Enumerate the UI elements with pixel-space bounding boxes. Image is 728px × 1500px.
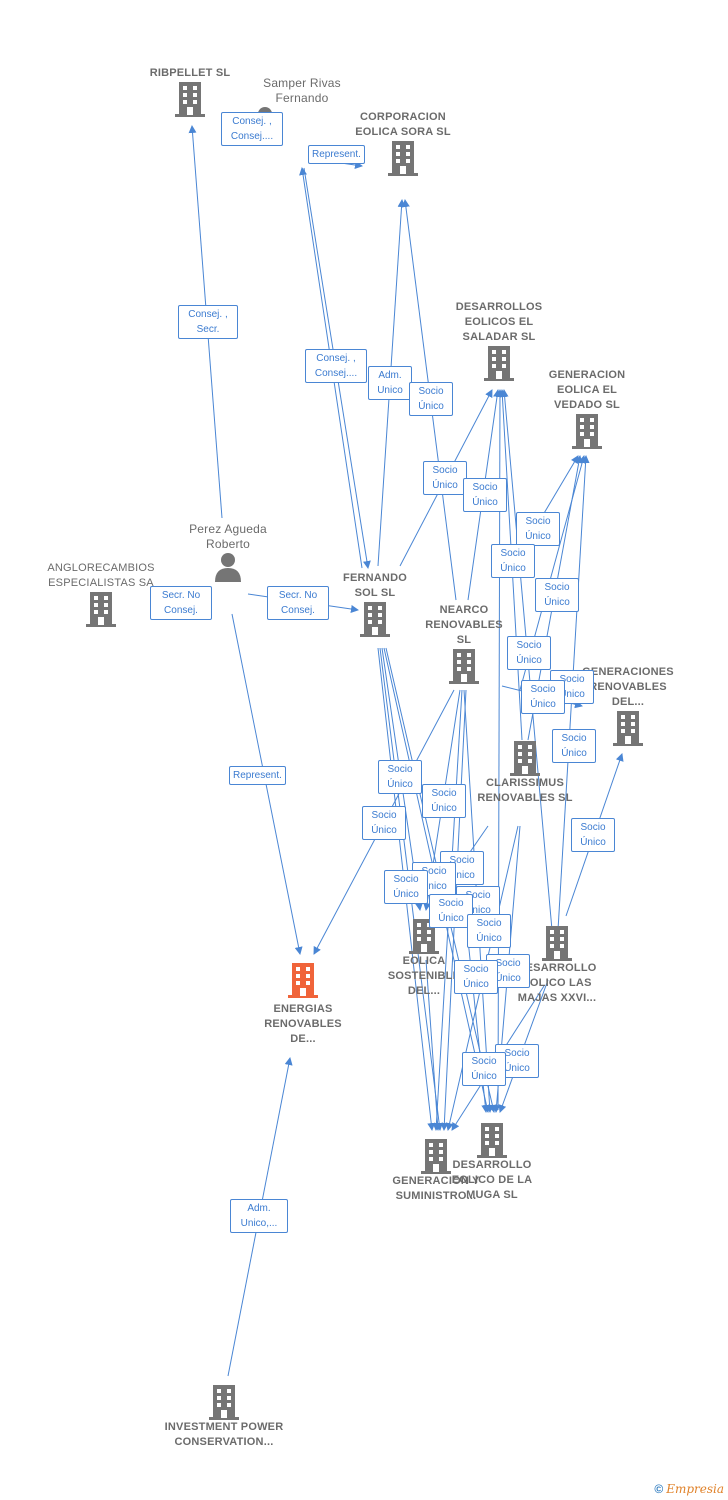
edge-label[interactable]: Adm. Unico — [368, 366, 412, 400]
node-label: DESARROLLO EOLICO DE LA MUGA SL — [451, 1159, 533, 1201]
node-label: ENERGIAS RENOVABLES DE... — [264, 1003, 342, 1045]
edge-label[interactable]: Socio Único — [535, 578, 579, 612]
node-eolica-sostenible[interactable]: EOLICA SOSTENIBLE DEL... — [379, 918, 469, 999]
edge-label[interactable]: Consej. , Secr. — [178, 305, 238, 339]
building-icon — [572, 414, 602, 449]
edge-label[interactable]: Socio Único — [384, 870, 428, 904]
node-ribpellet[interactable]: RIBPELLET SL — [120, 66, 260, 117]
node-energias[interactable]: ENERGIAS RENOVABLES DE... — [253, 962, 353, 1047]
node-label: CLARISSIMUS RENOVABLES SL — [477, 777, 573, 804]
node-fernando-sol[interactable]: FERNANDO SOL SL — [330, 571, 420, 637]
edge-gen-vedado — [539, 455, 579, 521]
building-icon — [388, 141, 418, 176]
edge-label[interactable]: Socio Único — [552, 729, 596, 763]
edge-label[interactable]: Represent. — [308, 145, 365, 164]
node-investment[interactable]: INVESTMENT POWER CONSERVATION... — [164, 1384, 284, 1450]
node-generaciones-renovables[interactable]: GENERACIONES RENOVABLES DEL... — [578, 665, 678, 746]
edge-label[interactable]: Socio Único — [362, 806, 406, 840]
building-icon — [288, 963, 318, 998]
node-label: CORPORACION EOLICA SORA SL — [355, 111, 451, 138]
edge-label[interactable]: Socio Único — [429, 894, 473, 928]
node-nearco[interactable]: NEARCO RENOVABLES SL — [419, 603, 509, 684]
node-desarrollo-muga[interactable]: DESARROLLO EOLICO DE LA MUGA SL — [447, 1122, 537, 1203]
person-icon — [215, 553, 241, 582]
footer-brand: ©Empresia — [654, 1482, 724, 1496]
node-label: DESARROLLOS EOLICOS EL SALADAR SL — [455, 301, 543, 343]
building-icon — [360, 602, 390, 637]
node-label: INVESTMENT POWER CONSERVATION... — [164, 1421, 284, 1448]
edge-eolica-gensum — [425, 959, 442, 1131]
building-icon — [421, 1139, 451, 1174]
building-icon — [613, 711, 643, 746]
node-label: ANGLORECAMBIOS ESPECIALISTAS SA — [47, 562, 155, 589]
node-perez[interactable]: Perez Agueda Roberto — [188, 522, 268, 582]
node-label: RIBPELLET SL — [149, 67, 231, 79]
building-icon — [484, 346, 514, 381]
node-label: Samper Rivas Fernando — [263, 76, 341, 105]
node-desarrollo-majas[interactable]: DESARROLLO EOLICO LAS MAJAS XXVI... — [507, 925, 607, 1006]
node-clarissimus[interactable]: CLARISSIMUS RENOVABLES SL — [475, 740, 575, 806]
node-anglorecambios[interactable]: ANGLORECAMBIOS ESPECIALISTAS SA — [36, 561, 166, 627]
edge-label[interactable]: Consej. , Consej.... — [305, 349, 367, 383]
node-generacion-vedado[interactable]: GENERACION EOLICA EL VEDADO SL — [542, 368, 632, 449]
edge-label[interactable]: Socio Único — [454, 960, 498, 994]
node-label: DESARROLLO EOLICO LAS MAJAS XXVI... — [517, 962, 597, 1004]
edge-label[interactable]: Socio Único — [516, 512, 560, 546]
node-label: GENERACION Y SUMINISTRO... — [392, 1175, 480, 1202]
node-label: FERNANDO SOL SL — [343, 572, 407, 599]
edge-label[interactable]: Socio Único — [507, 636, 551, 670]
node-desarrollos-saladar[interactable]: DESARROLLOS EOLICOS EL SALADAR SL — [449, 300, 549, 381]
building-icon — [449, 649, 479, 684]
building-icon — [175, 82, 205, 117]
edge-label[interactable]: Socio Único — [463, 478, 507, 512]
edge-label[interactable]: Socio Único — [422, 784, 466, 818]
edge-label[interactable]: Represent. — [229, 766, 286, 785]
node-label: NEARCO RENOVABLES SL — [425, 604, 503, 646]
edge-label[interactable]: Adm. Unico,... — [230, 1199, 288, 1233]
edge-label[interactable]: Socio Único — [378, 760, 422, 794]
edge-label[interactable]: Socio Único — [571, 818, 615, 852]
brand-name: Empresia — [666, 1482, 724, 1496]
node-corporacion[interactable]: CORPORACION EOLICA SORA SL — [353, 110, 453, 176]
copyright-symbol: © — [654, 1482, 664, 1496]
building-icon — [510, 741, 540, 776]
edge-label[interactable]: Socio Único — [423, 461, 467, 495]
edge-label[interactable]: Socio Único — [462, 1052, 506, 1086]
building-icon — [209, 1385, 239, 1420]
edge-label[interactable]: Socio Único — [521, 680, 565, 714]
node-label: EOLICA SOSTENIBLE DEL... — [387, 955, 461, 997]
edge-label[interactable]: Secr. No Consej. — [150, 586, 212, 620]
building-icon — [86, 592, 116, 627]
edge-label[interactable]: Socio Único — [467, 914, 511, 948]
edge-label[interactable]: Secr. No Consej. — [267, 586, 329, 620]
edge-label[interactable]: Socio Único — [409, 382, 453, 416]
edge-label[interactable]: Consej. , Consej.... — [221, 112, 283, 146]
edge-label[interactable]: Socio Único — [491, 544, 535, 578]
node-label: GENERACION EOLICA EL VEDADO SL — [548, 369, 626, 411]
node-label: GENERACIONES RENOVABLES DEL... — [582, 666, 674, 708]
node-label: Perez Agueda Roberto — [189, 522, 267, 551]
node-generacion-suministro[interactable]: GENERACION Y SUMINISTRO... — [391, 1138, 481, 1204]
building-icon — [477, 1123, 507, 1158]
building-icon — [542, 926, 572, 961]
